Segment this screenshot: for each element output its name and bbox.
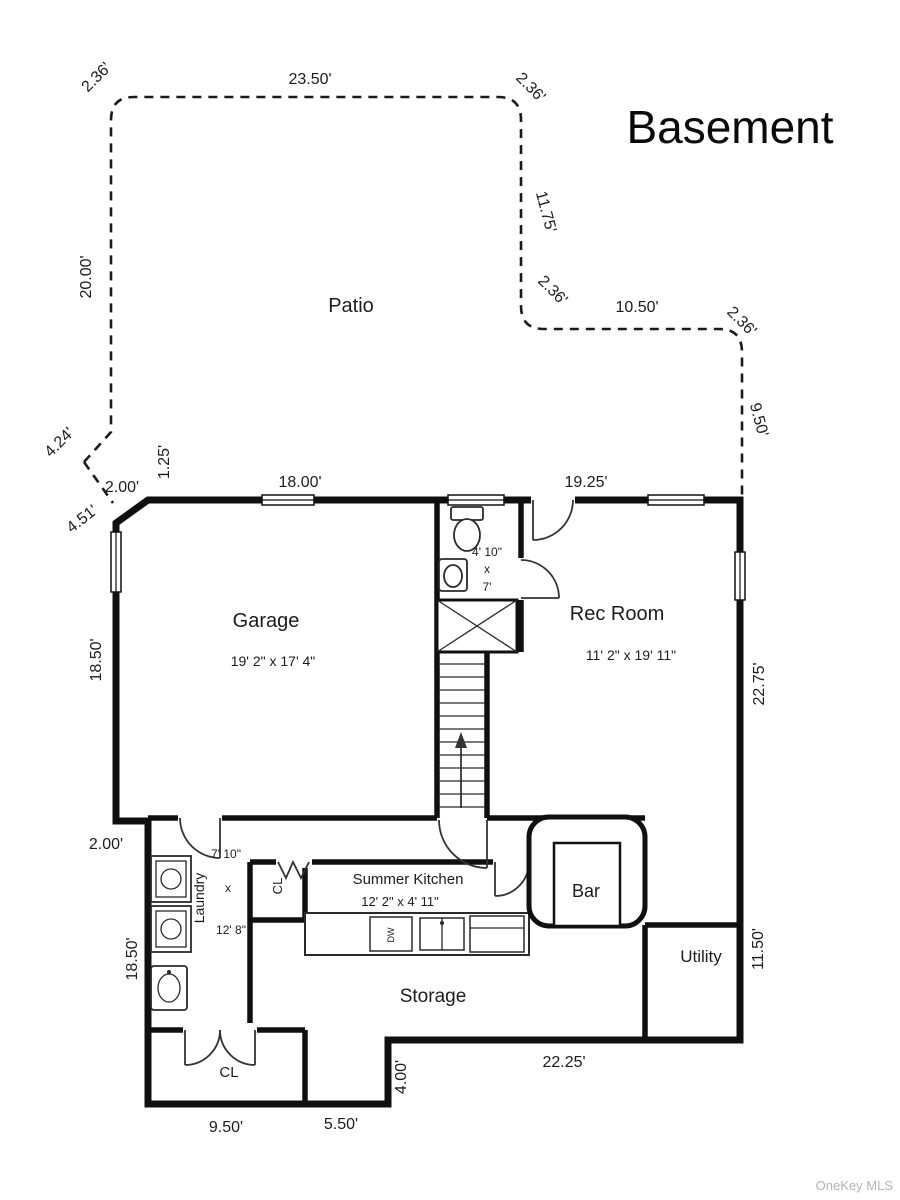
window-garage-left bbox=[110, 531, 122, 593]
door-closet-lower-double bbox=[184, 1029, 256, 1066]
dims-summer-kitchen: 12' 2" x 4' 11" bbox=[361, 894, 439, 909]
kitchen-sink-icon bbox=[419, 917, 465, 951]
door-stairs-storage bbox=[438, 819, 488, 869]
dims-laundry-w: 7' 10" bbox=[211, 847, 241, 861]
dim-bottom-step: 4.00' bbox=[393, 1060, 410, 1094]
washer-icon bbox=[150, 855, 192, 903]
dim-right-rec: 22.75' bbox=[751, 662, 768, 705]
window-recroom-right bbox=[734, 551, 746, 601]
label-rec-room: Rec Room bbox=[570, 603, 664, 625]
label-laundry: Laundry bbox=[191, 873, 207, 924]
dim-patio-corner-mid: 2.36' bbox=[534, 273, 570, 309]
interior-walls bbox=[148, 500, 740, 1104]
kitchen-counter: DW bbox=[304, 912, 530, 956]
dim-bottom-storage: 22.25' bbox=[542, 1054, 585, 1071]
label-closet-upper: CL bbox=[270, 878, 285, 895]
dim-entry-step: 1.25' bbox=[156, 445, 173, 479]
door-garage-laundry bbox=[179, 817, 221, 859]
dim-patio-right-upper: 11.75' bbox=[532, 189, 559, 234]
patio-outline bbox=[82, 95, 744, 504]
watermark: OneKey MLS bbox=[816, 1178, 894, 1193]
dishwasher-icon bbox=[369, 916, 413, 952]
dim-patio-corner-outer: 2.36' bbox=[723, 304, 759, 340]
bathroom-fixtures bbox=[435, 506, 519, 654]
window-recroom-top bbox=[647, 494, 705, 506]
dim-patio-corner-tl: 2.36' bbox=[79, 60, 115, 96]
opening-recroom-entry bbox=[531, 493, 575, 507]
dim-patio-right-lower: 9.50' bbox=[746, 401, 771, 438]
dim-patio-step-top: 10.50' bbox=[615, 299, 658, 316]
dims-laundry-x: x bbox=[225, 881, 231, 895]
door-recroom-entry bbox=[532, 499, 574, 541]
dims-rec-room: 11' 2" x 19' 11" bbox=[586, 647, 676, 663]
toilet-icon bbox=[450, 506, 484, 552]
door-bifold-closet bbox=[277, 859, 310, 881]
dim-left-garage: 18.50' bbox=[88, 638, 105, 681]
exterior-walls bbox=[112, 496, 744, 1108]
dims-bath-x: x bbox=[484, 562, 490, 576]
bar-inner bbox=[552, 841, 622, 928]
label-closet-lower: CL bbox=[219, 1064, 238, 1081]
dim-top-garage: 18.00' bbox=[278, 474, 321, 491]
dims-bath-w: 4' 10" bbox=[472, 545, 502, 559]
label-utility: Utility bbox=[680, 947, 722, 966]
label-storage: Storage bbox=[400, 986, 467, 1007]
shower-icon bbox=[435, 598, 519, 654]
stairs-arrow-icon bbox=[455, 732, 467, 748]
bar-counter bbox=[526, 814, 648, 929]
dim-patio-corner-tr: 2.36' bbox=[512, 70, 548, 106]
patio-dashed-path bbox=[83, 95, 744, 498]
opening-garage-laundry bbox=[178, 811, 222, 825]
dims-garage: 19' 2" x 17' 4" bbox=[231, 653, 316, 669]
dim-patio-left: 20.00' bbox=[78, 255, 95, 298]
dims-laundry-l: 12' 8" bbox=[216, 923, 246, 937]
dim-top-rec: 19.25' bbox=[564, 474, 607, 491]
laundry-sink-icon bbox=[150, 965, 188, 1011]
label-summer-kitchen: Summer Kitchen bbox=[353, 871, 464, 888]
house-outline bbox=[112, 496, 744, 1108]
dim-bottom-nook: 5.50' bbox=[324, 1116, 358, 1133]
opening-bar bbox=[493, 855, 531, 869]
page-title: Basement bbox=[626, 101, 833, 153]
label-garage: Garage bbox=[233, 610, 300, 632]
stairs bbox=[439, 663, 485, 808]
dim-entry-width: 2.00' bbox=[105, 479, 139, 496]
door-openings bbox=[178, 493, 575, 1037]
dim-left-lower: 18.50' bbox=[124, 937, 141, 980]
label-patio: Patio bbox=[328, 295, 374, 317]
dim-entry-diag: 4.51' bbox=[64, 502, 101, 536]
label-bar: Bar bbox=[572, 881, 600, 901]
dims-bath-l: 7' bbox=[483, 580, 492, 594]
dryer-icon bbox=[150, 905, 192, 953]
windows bbox=[110, 494, 746, 601]
dishwasher-label: DW bbox=[386, 927, 396, 942]
window-garage-top bbox=[261, 494, 315, 506]
patio-dashed-diagonal bbox=[82, 461, 115, 504]
room-labels: Basement Patio Garage 19' 2" x 17' 4" Re… bbox=[191, 101, 834, 1081]
dim-left-step: 2.00' bbox=[89, 836, 123, 853]
dim-patio-diag: 4.24' bbox=[42, 425, 78, 461]
door-bathroom bbox=[520, 559, 560, 599]
range-icon bbox=[469, 915, 525, 953]
window-bathroom-top bbox=[447, 494, 505, 506]
laundry-fixtures bbox=[150, 855, 192, 1011]
dim-right-utility: 11.50' bbox=[750, 928, 767, 970]
opening-bathroom bbox=[514, 558, 528, 600]
dim-patio-top: 23.50' bbox=[288, 71, 331, 88]
dim-bottom-cl: 9.50' bbox=[209, 1119, 243, 1136]
sink-icon bbox=[438, 558, 468, 592]
